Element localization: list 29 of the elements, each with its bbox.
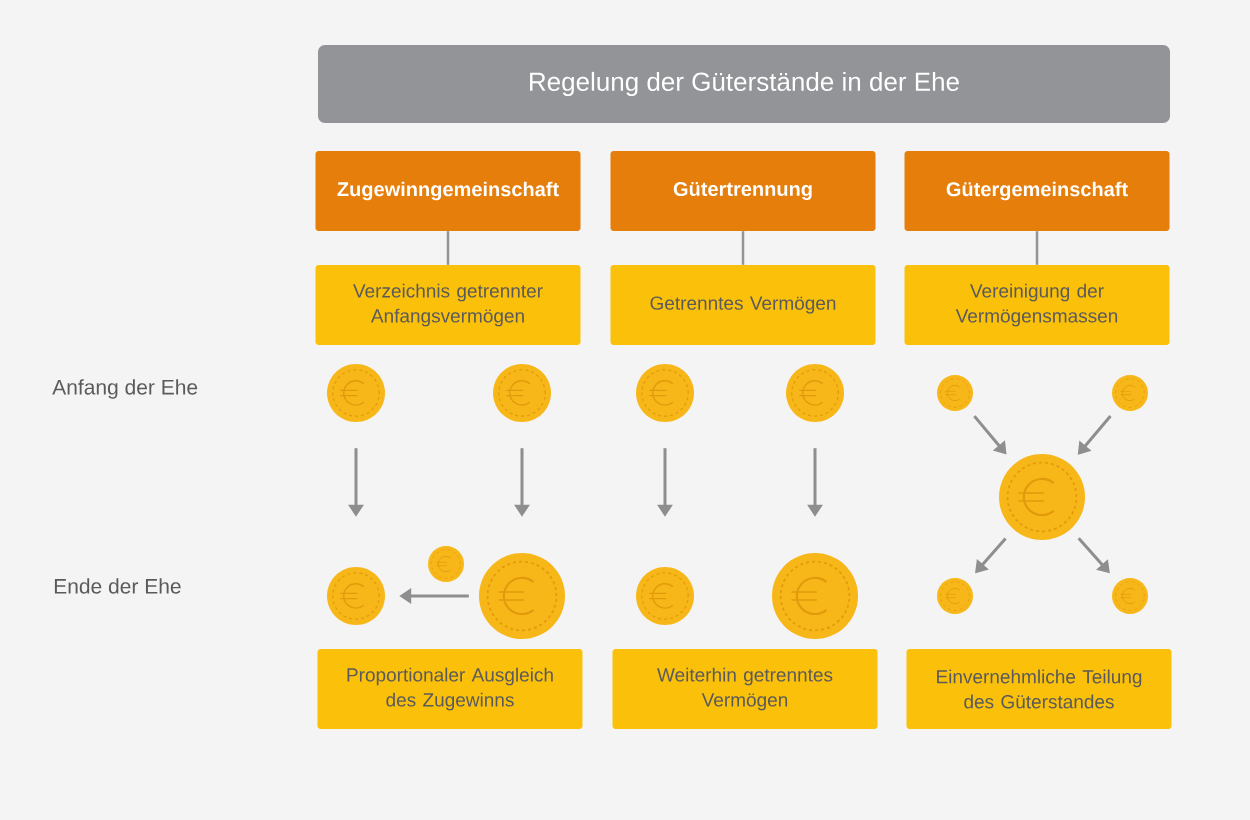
description-box: Getrenntes Vermögen xyxy=(610,265,876,345)
coin xyxy=(786,364,844,422)
coin xyxy=(937,578,973,614)
category-box: Zugewinngemeinschaft xyxy=(315,151,581,231)
category-box: Gütertrennung xyxy=(610,151,876,231)
connector-line xyxy=(446,231,450,265)
connector-line xyxy=(1035,231,1039,265)
coin xyxy=(428,546,464,582)
coin xyxy=(493,364,551,422)
coin xyxy=(327,567,385,625)
description-box: Weiterhin getrenntes Vermögen xyxy=(612,649,878,729)
category-box: Gütergemeinschaft xyxy=(904,151,1170,231)
coin xyxy=(636,567,694,625)
title-bar: Regelung der Güterstände in der Ehe xyxy=(318,45,1170,123)
description-box: Einvernehmliche Teilung des Güterstandes xyxy=(906,649,1172,729)
row-label: Anfang der Ehe xyxy=(52,379,198,399)
coin xyxy=(937,375,973,411)
connector-line xyxy=(741,231,745,265)
description-box: Proportionaler Ausgleich des Zugewinns xyxy=(317,649,583,729)
coin xyxy=(327,364,385,422)
description-box: Vereinigung der Vermögensmassen xyxy=(904,265,1170,345)
row-label: Ende der Ehe xyxy=(54,578,181,594)
coin xyxy=(772,553,858,639)
coin xyxy=(999,454,1085,540)
coin xyxy=(1112,578,1148,614)
coin xyxy=(1112,375,1148,411)
coin xyxy=(479,553,565,639)
coin xyxy=(636,364,694,422)
description-box: Verzeichnis getrennter Anfangsvermögen xyxy=(315,265,581,345)
